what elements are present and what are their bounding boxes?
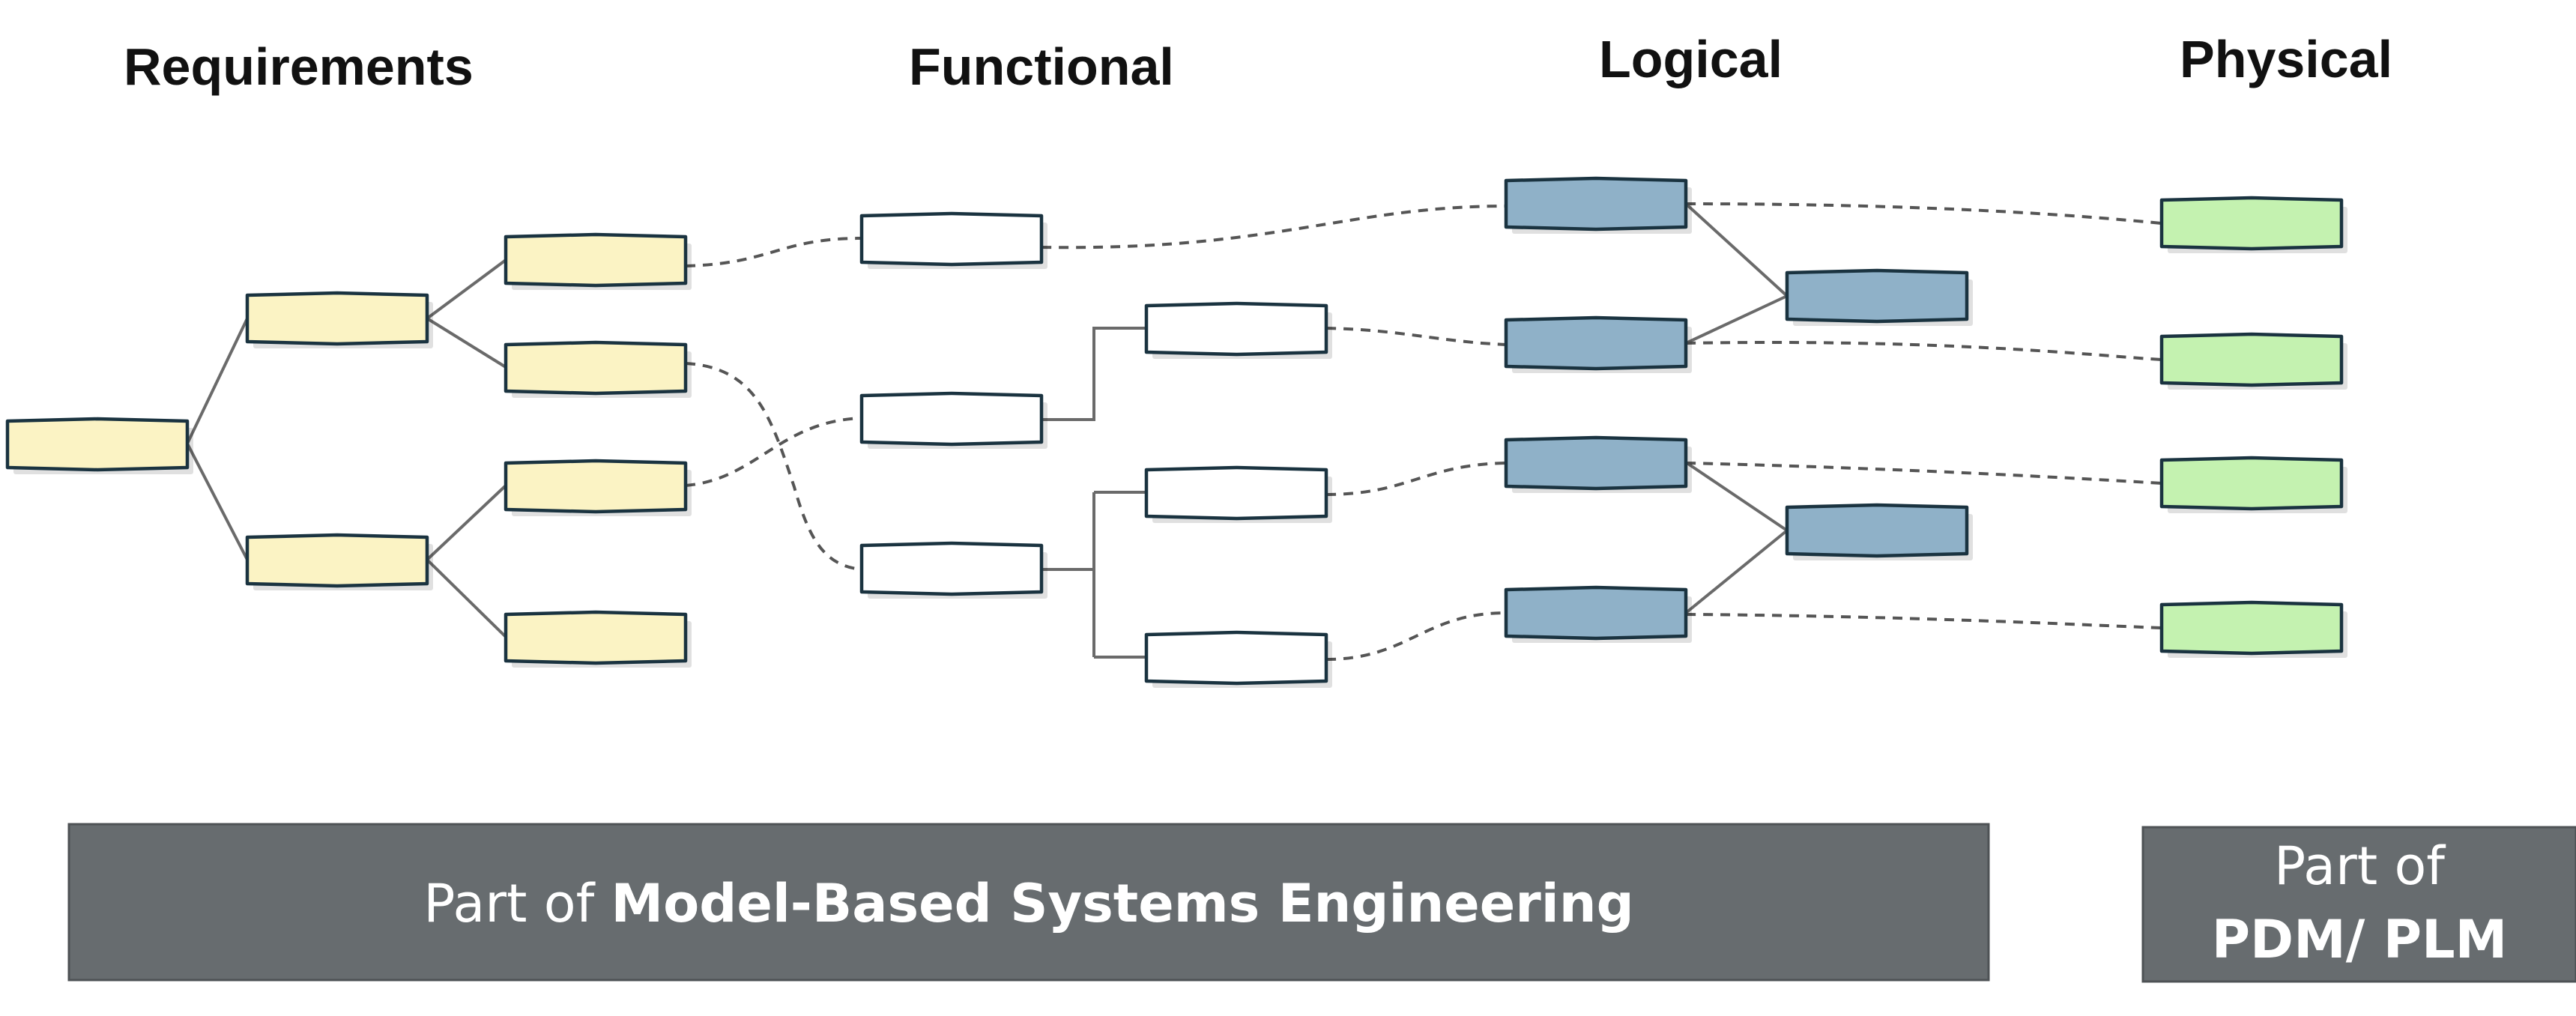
mbse-banner-bold: Model-Based Systems Engineering — [611, 873, 1633, 934]
logical-group-1 — [1785, 268, 1969, 324]
physical-3 — [2159, 456, 2344, 511]
requirement-1-1 — [504, 232, 688, 288]
logical-nodes — [1504, 176, 1973, 643]
physical-nodes — [2159, 196, 2347, 658]
logical-3 — [1504, 435, 1688, 491]
requirement-root — [5, 417, 190, 472]
requirements-heading: Requirements — [124, 37, 474, 96]
mbse-banner-background — [67, 823, 1990, 982]
requirements-nodes — [5, 232, 692, 668]
function-3-1 — [1144, 465, 1328, 521]
physical-heading: Physical — [2180, 30, 2392, 88]
plm-banner-line-1: Part of — [2274, 835, 2446, 897]
logical-group-2 — [1785, 503, 1969, 558]
functional-tree-lines — [1041, 327, 1146, 659]
function-1 — [859, 211, 1044, 267]
physical-4 — [2159, 600, 2344, 656]
plm-banner: Part of PDM/ PLM — [2141, 826, 2576, 983]
logical-4 — [1504, 585, 1688, 641]
logical-2 — [1504, 315, 1688, 371]
mbse-banner-prefix: Part of — [423, 873, 595, 934]
physical-2 — [2159, 332, 2344, 387]
physical-1 — [2159, 196, 2344, 251]
function-3-2 — [1144, 630, 1328, 686]
function-3 — [859, 541, 1044, 596]
trace-links — [685, 202, 2162, 661]
requirement-1-2 — [504, 340, 688, 396]
requirement-2-2 — [504, 610, 688, 665]
mbse-banner: Part of Model-Based Systems Engineering — [67, 823, 1990, 982]
logical-tree-lines — [1684, 202, 1789, 614]
functional-heading: Functional — [909, 37, 1174, 96]
requirement-1 — [245, 291, 429, 346]
functional-nodes — [859, 211, 1332, 688]
logical-heading: Logical — [1599, 30, 1783, 88]
requirement-2 — [245, 533, 429, 588]
mbse-banner-text: Part of Model-Based Systems Engineering — [423, 873, 1633, 934]
logical-1 — [1504, 176, 1688, 232]
function-2 — [859, 391, 1044, 447]
requirements-tree-lines — [186, 258, 507, 638]
function-2-1 — [1144, 301, 1328, 357]
requirement-2-1 — [504, 459, 688, 514]
plm-banner-background — [2141, 826, 2576, 983]
plm-banner-line-2: PDM/ PLM — [2212, 909, 2508, 970]
